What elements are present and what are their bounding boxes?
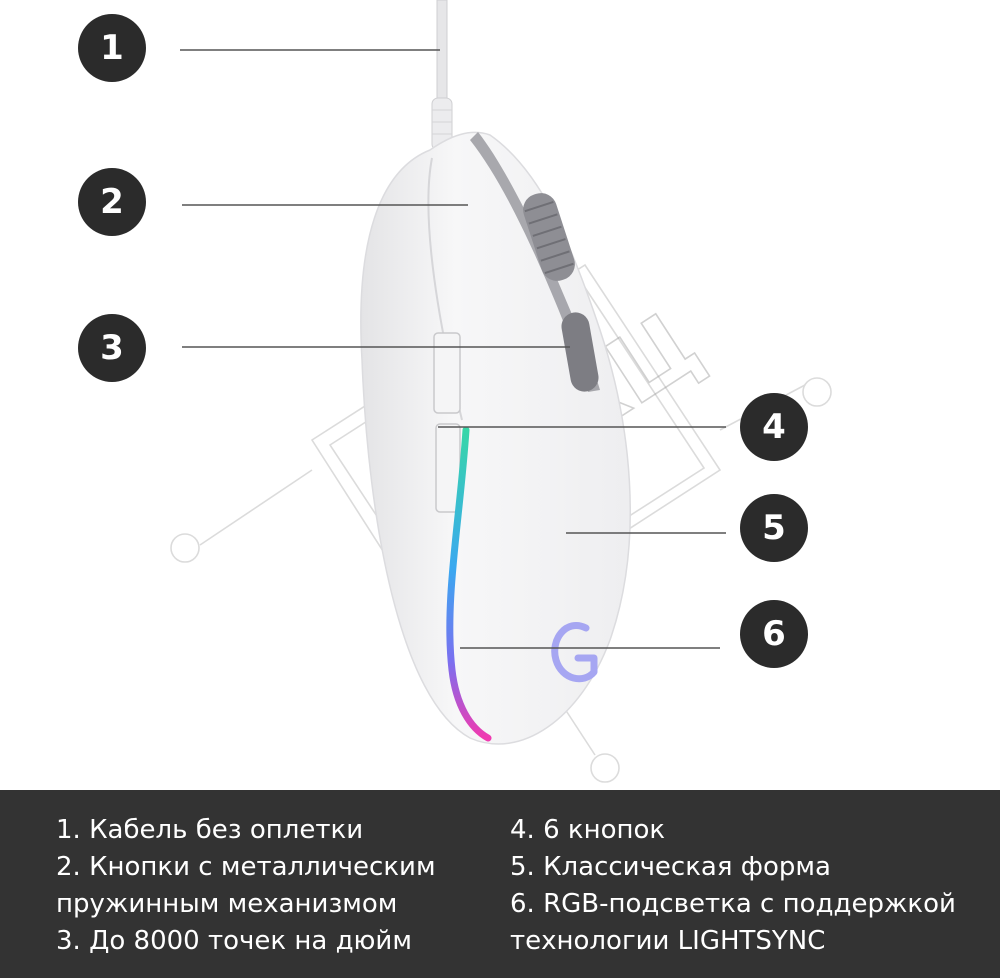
feature-line: 6. RGB-подсветка с поддержкой bbox=[510, 889, 956, 919]
mouse-diagram: ККЦ bbox=[170, 0, 832, 783]
callout-6: 6 bbox=[740, 600, 808, 668]
feature-line: 2. Кнопки с металлическим bbox=[56, 852, 436, 882]
callout-5: 5 bbox=[740, 494, 808, 562]
callout-4: 4 bbox=[740, 393, 808, 461]
feature-line: 4. 6 кнопок bbox=[510, 815, 666, 845]
feature-line: пружинным механизмом bbox=[56, 889, 398, 919]
features-right-column: 4. 6 кнопок 5. Классическая форма 6. RGB… bbox=[510, 812, 956, 960]
leader-lines bbox=[180, 49, 726, 649]
features-left-column: 1. Кабель без оплетки 2. Кнопки с металл… bbox=[56, 812, 436, 960]
logo-g-icon bbox=[551, 622, 598, 683]
features-panel: 1. Кабель без оплетки 2. Кнопки с металл… bbox=[0, 790, 1000, 978]
feature-line: 3. До 8000 точек на дюйм bbox=[56, 926, 412, 956]
feature-line: 1. Кабель без оплетки bbox=[56, 815, 364, 845]
product-illustration: ККЦ bbox=[78, 0, 832, 783]
feature-line: технологии LIGHTSYNC bbox=[510, 926, 826, 956]
mouse-cable bbox=[431, 0, 453, 151]
mouse-body bbox=[360, 131, 631, 745]
callout-3: 3 bbox=[78, 314, 146, 382]
callout-2: 2 bbox=[78, 168, 146, 236]
callout-1: 1 bbox=[78, 14, 146, 82]
feature-line: 5. Классическая форма bbox=[510, 852, 831, 882]
